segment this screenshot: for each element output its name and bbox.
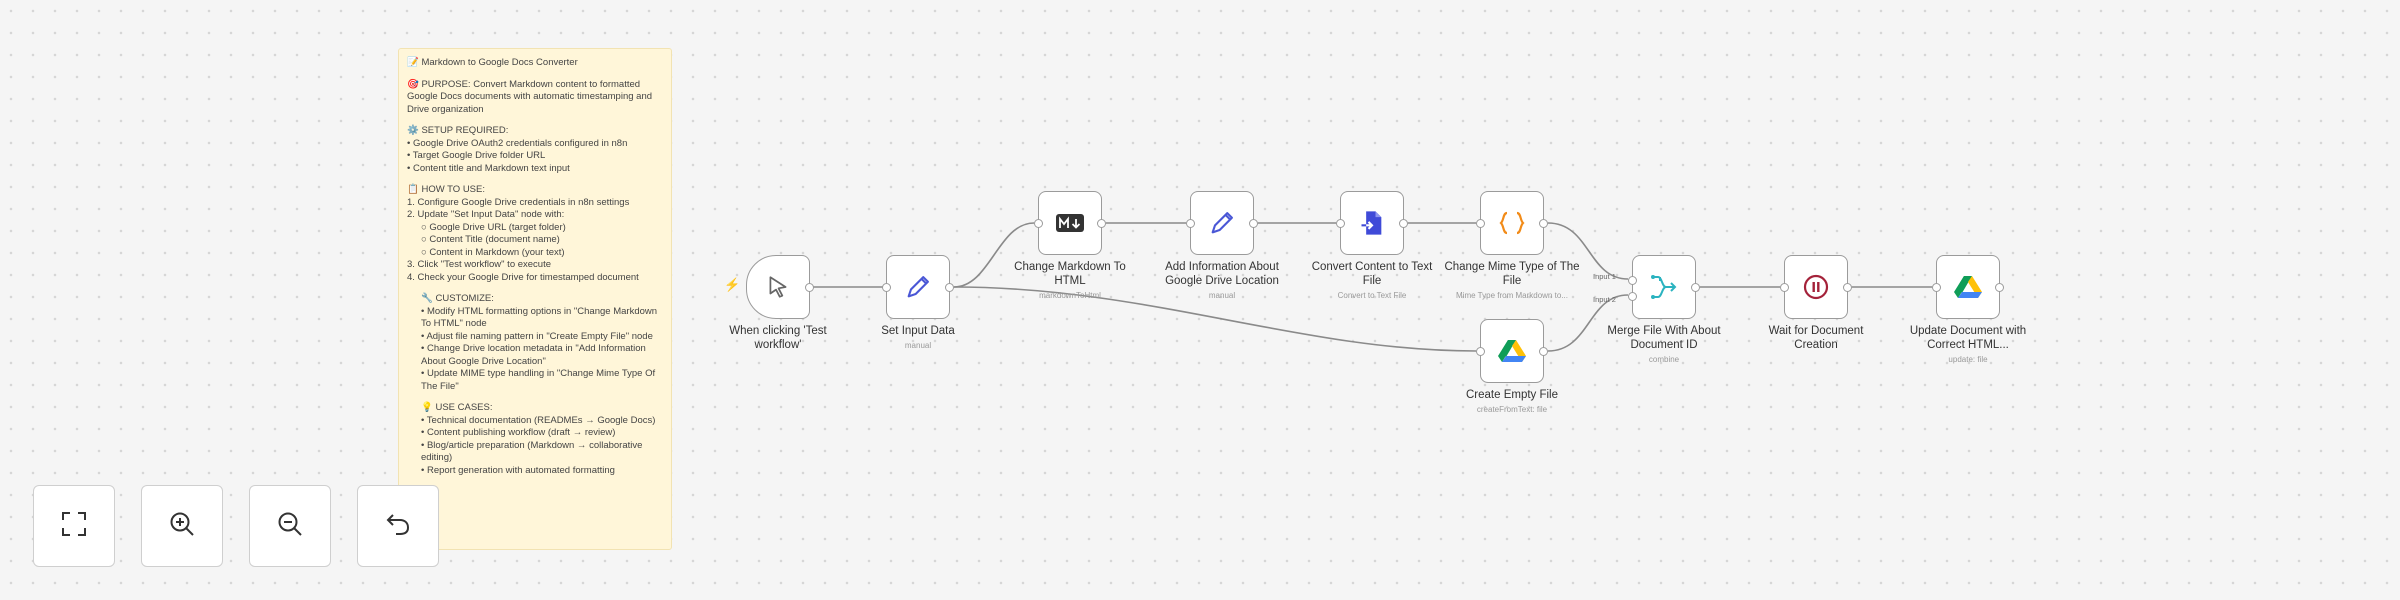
- node-create-empty-file-sublabel: createFromText: file: [1476, 405, 1548, 414]
- markdown-icon: [1055, 212, 1085, 234]
- sticky-setup-item: • Target Google Drive folder URL: [407, 150, 546, 161]
- sticky-title: 📝 Markdown to Google Docs Converter: [407, 57, 578, 68]
- fit-view-icon: [60, 510, 88, 543]
- sticky-setup-heading: ⚙️ SETUP REQUIRED:: [407, 125, 509, 136]
- zoom-out-button[interactable]: [249, 485, 331, 567]
- node-update-document-label: Update Document with Correct HTML...: [1909, 325, 2027, 351]
- node-merge-label: Merge File With About Document ID: [1607, 325, 1721, 351]
- input-handle[interactable]: [1186, 218, 1195, 228]
- file-convert-icon: [1358, 209, 1386, 237]
- output-handle[interactable]: [1539, 346, 1548, 356]
- node-add-drive-location-label: Add Information About Google Drive Locat…: [1165, 261, 1279, 287]
- output-handle[interactable]: [1539, 218, 1548, 228]
- trigger-bolt-icon: ⚡: [724, 277, 741, 292]
- output-handle[interactable]: [945, 282, 954, 292]
- zoom-in-button[interactable]: [141, 485, 223, 567]
- output-handle[interactable]: [1691, 282, 1700, 292]
- sticky-custom-item: • Modify HTML formatting options in "Cha…: [421, 305, 658, 330]
- sticky-howto-subitem: ○ Google Drive URL (target folder): [421, 221, 566, 233]
- node-change-markdown-to-html-label: Change Markdown To HTML: [1014, 261, 1126, 287]
- merge-input-2-label: Input 2: [1593, 295, 1616, 304]
- sticky-use-heading: 💡 USE CASES:: [421, 402, 493, 413]
- sticky-howto-step: 4. Check your Google Drive for timestamp…: [407, 271, 639, 283]
- node-merge-sublabel: combine: [1648, 355, 1680, 364]
- sticky-note[interactable]: 📝 Markdown to Google Docs Converter 🎯 PU…: [398, 48, 672, 550]
- node-update-document-sublabel: update: file: [1948, 355, 1988, 364]
- node-set-input-data[interactable]: [882, 255, 954, 319]
- node-convert-to-text-file[interactable]: [1336, 191, 1408, 255]
- merge-input-1-label: Input 1: [1593, 272, 1616, 281]
- zoom-in-icon: [168, 510, 196, 543]
- node-change-markdown-to-html-sublabel: markdownToHtml: [1039, 291, 1101, 300]
- pencil-icon: [1208, 209, 1236, 237]
- sticky-custom-heading: 🔧 CUSTOMIZE:: [421, 293, 494, 304]
- output-handle[interactable]: [1843, 282, 1852, 292]
- google-drive-icon: [1953, 274, 1983, 300]
- sticky-setup-item: • Content title and Markdown text input: [407, 162, 570, 174]
- output-handle[interactable]: [805, 282, 814, 292]
- pause-icon: [1802, 273, 1830, 301]
- sticky-purpose: 🎯 PURPOSE: Convert Markdown content to f…: [407, 78, 653, 115]
- node-trigger[interactable]: [746, 255, 814, 319]
- output-handle[interactable]: [1249, 218, 1258, 228]
- output-handle[interactable]: [1995, 282, 2004, 292]
- sticky-custom-item: • Adjust file naming pattern in "Create …: [421, 330, 653, 342]
- sticky-howto-subitem: ○ Content in Markdown (your text): [421, 246, 565, 258]
- sticky-howto-step: 1. Configure Google Drive credentials in…: [407, 196, 630, 208]
- node-convert-to-text-file-label: Convert Content to Text File: [1311, 261, 1433, 287]
- sticky-use-item: • Technical documentation (READMEs → Goo…: [421, 414, 656, 426]
- input-handle[interactable]: [1932, 282, 1941, 292]
- node-update-document[interactable]: [1932, 255, 2004, 319]
- sticky-use-item: • Blog/article preparation (Markdown → c…: [421, 439, 643, 464]
- node-convert-to-text-file-sublabel: Convert to Text File: [1337, 291, 1407, 300]
- fit-view-button[interactable]: [33, 485, 115, 567]
- cursor-icon: [765, 274, 791, 300]
- node-set-input-data-label: Set Input Data: [881, 325, 955, 337]
- sticky-howto-step: 2. Update "Set Input Data" node with:: [407, 209, 565, 220]
- input-handle[interactable]: [882, 282, 891, 292]
- node-change-mime-type-sublabel: Mime Type from Markdown to...: [1456, 291, 1568, 300]
- node-create-empty-file[interactable]: [1476, 319, 1548, 383]
- input-handle[interactable]: [1476, 346, 1485, 356]
- node-change-markdown-to-html[interactable]: [1034, 191, 1106, 255]
- node-set-input-data-sublabel: manual: [904, 341, 932, 350]
- input-handle-1[interactable]: [1628, 276, 1637, 285]
- sticky-howto-subitem: ○ Content Title (document name): [421, 234, 560, 245]
- code-braces-icon: [1497, 210, 1527, 236]
- zoom-out-icon: [276, 510, 304, 543]
- undo-button[interactable]: [357, 485, 439, 567]
- sticky-use-item: • Report generation with automated forma…: [421, 464, 615, 476]
- input-handle[interactable]: [1034, 218, 1043, 228]
- node-merge[interactable]: [1628, 255, 1700, 319]
- input-handle[interactable]: [1336, 218, 1345, 228]
- node-wait-label: Wait for Document Creation: [1768, 325, 1864, 351]
- node-add-drive-location-sublabel: manual: [1208, 291, 1236, 300]
- sticky-custom-item: • Update MIME type handling in "Change M…: [421, 368, 656, 392]
- input-handle-2[interactable]: [1628, 292, 1637, 301]
- merge-icon: [1649, 272, 1679, 302]
- sticky-use-item: • Content publishing workflow (draft → r…: [421, 427, 616, 438]
- node-change-mime-type[interactable]: [1476, 191, 1548, 255]
- sticky-howto-step: 3. Click "Test workflow" to execute: [407, 259, 552, 270]
- output-handle[interactable]: [1399, 218, 1408, 228]
- node-trigger-label: When clicking 'Test workflow': [729, 325, 827, 351]
- node-create-empty-file-label: Create Empty File: [1465, 389, 1559, 401]
- sticky-custom-item: • Change Drive location metadata in "Add…: [421, 343, 646, 367]
- undo-icon: [384, 510, 412, 543]
- node-add-drive-location[interactable]: [1186, 191, 1258, 255]
- node-change-mime-type-label: Change Mime Type of The File: [1444, 261, 1580, 287]
- pencil-icon: [904, 273, 932, 301]
- sticky-setup-item: • Google Drive OAuth2 credentials config…: [407, 137, 628, 149]
- node-wait[interactable]: [1780, 255, 1852, 319]
- input-handle[interactable]: [1780, 282, 1789, 292]
- input-handle[interactable]: [1476, 218, 1485, 228]
- output-handle[interactable]: [1097, 218, 1106, 228]
- sticky-howto-heading: 📋 HOW TO USE:: [407, 184, 485, 195]
- google-drive-icon: [1497, 338, 1527, 364]
